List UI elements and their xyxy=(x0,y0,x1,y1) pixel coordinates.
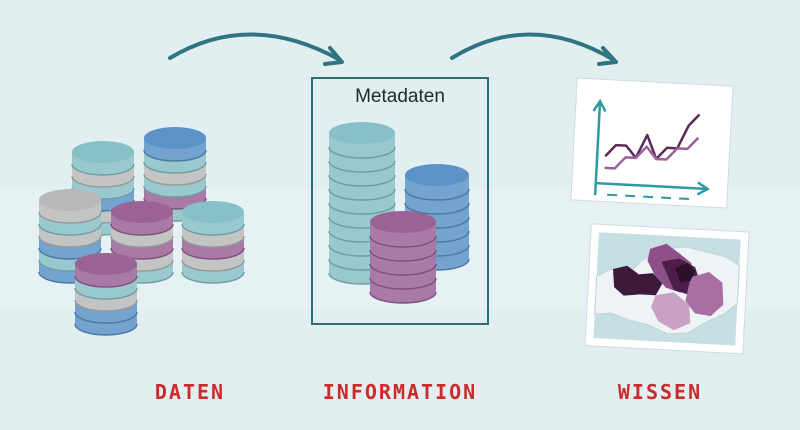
cylinder-band-edge xyxy=(74,299,138,312)
cylinder-band-edge xyxy=(369,291,437,304)
map-region xyxy=(613,265,663,296)
cylinder-band-edge xyxy=(328,202,396,215)
cylinder-top xyxy=(39,189,101,211)
cylinder-band-edge xyxy=(404,202,470,215)
cylinder-top xyxy=(182,201,244,223)
cylinder-top xyxy=(72,141,134,163)
chart-card-paper xyxy=(570,77,734,209)
cylinder-band-edge xyxy=(328,174,396,187)
map-region xyxy=(675,262,696,283)
cylinder-band-edge xyxy=(328,146,396,159)
cylinder-band-edge xyxy=(110,247,174,260)
cylinder-band-edge xyxy=(38,247,102,260)
database-cylinder xyxy=(369,211,437,304)
cylinder-band-edge xyxy=(38,211,102,224)
map-card xyxy=(584,223,750,355)
information-database-stacks xyxy=(328,122,470,304)
cylinder-band-edge xyxy=(181,271,245,284)
cylinder-band-edge xyxy=(143,173,207,186)
stage-label-information: INFORMATION xyxy=(322,380,478,404)
cylinder-band-edge xyxy=(369,277,437,290)
cylinder-band-edge xyxy=(328,160,396,173)
cylinder-band-edge xyxy=(74,287,138,300)
cylinder-band-edge xyxy=(369,263,437,276)
chart-x-axis xyxy=(595,181,706,191)
cylinder-band-edge xyxy=(38,223,102,236)
chart-plot-area xyxy=(604,113,701,170)
cylinder-band-edge xyxy=(181,259,245,272)
cylinder-band-edge xyxy=(181,247,245,260)
cylinder-band-edge xyxy=(143,161,207,174)
chart-card xyxy=(570,77,734,209)
daten-database-stacks xyxy=(38,127,245,336)
cylinder-band-edge xyxy=(110,223,174,236)
cylinder-band-edge xyxy=(74,323,138,336)
cylinder-band-edge xyxy=(181,223,245,236)
cylinder-band-edge xyxy=(143,185,207,198)
cylinder-top xyxy=(329,122,395,144)
chart-y-axis xyxy=(593,103,602,196)
cylinder-band-edge xyxy=(74,311,138,324)
metadata-frame xyxy=(311,77,489,325)
cylinder-band-edge xyxy=(181,235,245,248)
x-axis-arrow-icon xyxy=(696,181,711,196)
chart-series-line xyxy=(604,113,701,161)
y-axis-arrow-icon xyxy=(592,98,607,113)
cylinder-band-edge xyxy=(143,149,207,162)
arrow-information-to-wissen xyxy=(450,32,616,62)
cylinder-band-edge xyxy=(404,188,470,201)
database-cylinder xyxy=(181,201,245,284)
cylinder-top xyxy=(405,164,469,186)
cylinder-band-edge xyxy=(369,249,437,262)
database-cylinder xyxy=(74,253,138,336)
map-region xyxy=(651,292,691,331)
chart-dashed-baseline xyxy=(607,193,698,201)
cylinder-top xyxy=(144,127,206,149)
cylinder-band-edge xyxy=(38,235,102,248)
cylinder-band-edge xyxy=(71,163,135,176)
cylinder-top xyxy=(75,253,137,275)
arrowhead-icon xyxy=(323,46,344,66)
cylinder-top xyxy=(111,201,173,223)
cylinder-top xyxy=(370,211,436,233)
chart-series-line xyxy=(604,136,700,170)
stage-label-daten: DATEN xyxy=(154,380,226,404)
cylinder-band-edge xyxy=(71,175,135,188)
cylinder-band-edge xyxy=(328,188,396,201)
metadata-label: Metadaten xyxy=(355,86,445,107)
cylinder-band-edge xyxy=(369,235,437,248)
stage-label-wissen: WISSEN xyxy=(617,380,703,404)
arrow-daten-to-information xyxy=(168,32,342,62)
map-region xyxy=(685,272,724,317)
cylinder-band-edge xyxy=(74,275,138,288)
arrowhead-icon xyxy=(597,46,618,66)
cylinder-band-edge xyxy=(110,235,174,248)
